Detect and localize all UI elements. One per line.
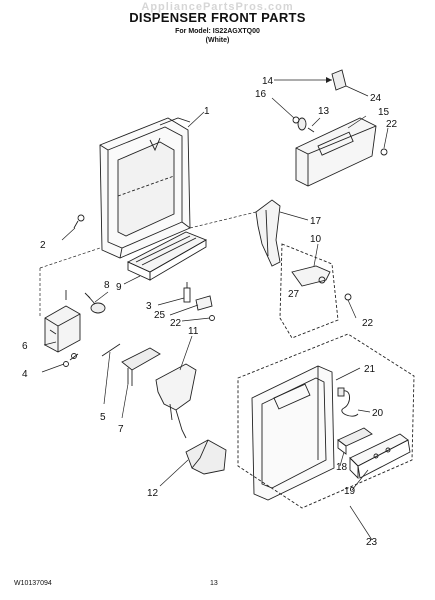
callout-15: 15 xyxy=(378,107,390,118)
part-9-drip-tray xyxy=(126,231,208,281)
callout-leaders xyxy=(41,79,389,541)
callout-27: 27 xyxy=(288,289,300,300)
callout-13: 13 xyxy=(318,106,330,117)
callout-8: 8 xyxy=(104,280,110,291)
callout-16: 16 xyxy=(255,89,267,100)
part-5-pin xyxy=(101,343,121,357)
part-3-switch xyxy=(183,282,191,303)
part-15-control xyxy=(295,117,377,187)
document-code: W10137094 xyxy=(14,580,52,587)
callout-10: 10 xyxy=(310,234,322,245)
callout-18: 18 xyxy=(336,462,348,473)
page-number: 13 xyxy=(210,580,218,587)
callout-12: 12 xyxy=(147,488,159,499)
callout-labels: 1 2 8 9 3 25 22 11 6 4 5 7 12 14 24 16 1… xyxy=(22,76,398,548)
part-1-housing xyxy=(99,117,191,259)
callout-23: 23 xyxy=(366,537,378,548)
color-line: (White) xyxy=(205,37,230,44)
callout-24: 24 xyxy=(370,93,382,104)
callout-25: 25 xyxy=(154,310,166,321)
callout-22-right: 22 xyxy=(362,318,374,329)
callout-4: 4 xyxy=(22,369,28,380)
callout-21: 21 xyxy=(364,364,376,375)
part-23-enclosure xyxy=(237,333,415,509)
callout-2: 2 xyxy=(40,240,46,251)
part-12-chute xyxy=(185,439,227,475)
callout-19: 19 xyxy=(344,486,356,497)
part-17-lever xyxy=(255,199,281,267)
watermark: AppliancePartsPros.com xyxy=(141,1,294,13)
part-16-bulb xyxy=(292,116,300,124)
part-6-module xyxy=(44,290,81,353)
callout-6: 6 xyxy=(22,341,28,352)
part-7-bracket xyxy=(121,347,161,386)
part-22-screw-top xyxy=(380,148,388,156)
part-22-screw-right xyxy=(344,293,352,301)
callout-22-mid: 22 xyxy=(170,318,182,329)
part-14-clip xyxy=(331,69,347,91)
part-10-paddle xyxy=(291,265,331,287)
part-2-screw xyxy=(73,214,85,229)
callout-14: 14 xyxy=(262,76,274,87)
part-19-plate xyxy=(349,433,411,480)
part-25-bracket xyxy=(195,295,213,311)
callout-11: 11 xyxy=(188,326,199,337)
assembly-link-lines xyxy=(39,211,257,318)
part-13-light xyxy=(297,117,315,133)
callout-20: 20 xyxy=(372,408,384,419)
part-27-assembly-outline xyxy=(279,243,339,339)
callout-9: 9 xyxy=(116,282,122,293)
part-4-screws xyxy=(63,353,79,367)
callout-1: 1 xyxy=(204,106,210,117)
callout-17: 17 xyxy=(310,216,322,227)
part-22-screw-mid xyxy=(209,315,215,321)
diagram-title: DISPENSER FRONT PARTS xyxy=(129,10,306,25)
callout-3: 3 xyxy=(146,301,152,312)
callout-22-top: 22 xyxy=(386,119,398,130)
part-18-board xyxy=(337,427,373,455)
part-11-lever xyxy=(155,363,197,439)
callout-5: 5 xyxy=(100,412,106,423)
part-21-front-panel xyxy=(251,365,335,501)
model-line: For Model: IS22AGXTQ00 xyxy=(175,28,260,35)
callout-7: 7 xyxy=(118,424,124,435)
leader-arrowheads xyxy=(326,77,332,83)
part-8-actuator xyxy=(84,292,106,314)
part-20-harness xyxy=(337,387,359,417)
